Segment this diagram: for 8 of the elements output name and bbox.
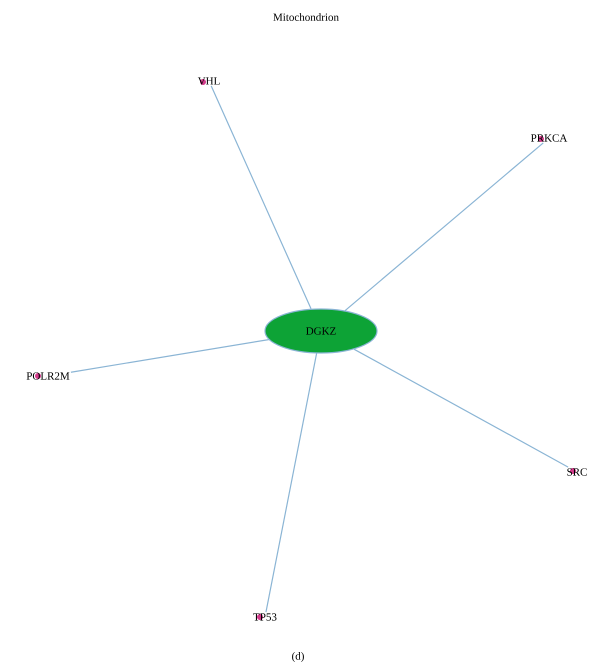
caption: (d) <box>292 652 304 662</box>
title: Mitochondrion <box>273 13 339 21</box>
edge-line <box>70 339 269 373</box>
edge-line <box>344 142 544 312</box>
edge-line <box>354 348 568 468</box>
edge-line <box>210 86 312 309</box>
edge-line <box>265 353 318 612</box>
gene-label: SRC <box>567 468 587 476</box>
